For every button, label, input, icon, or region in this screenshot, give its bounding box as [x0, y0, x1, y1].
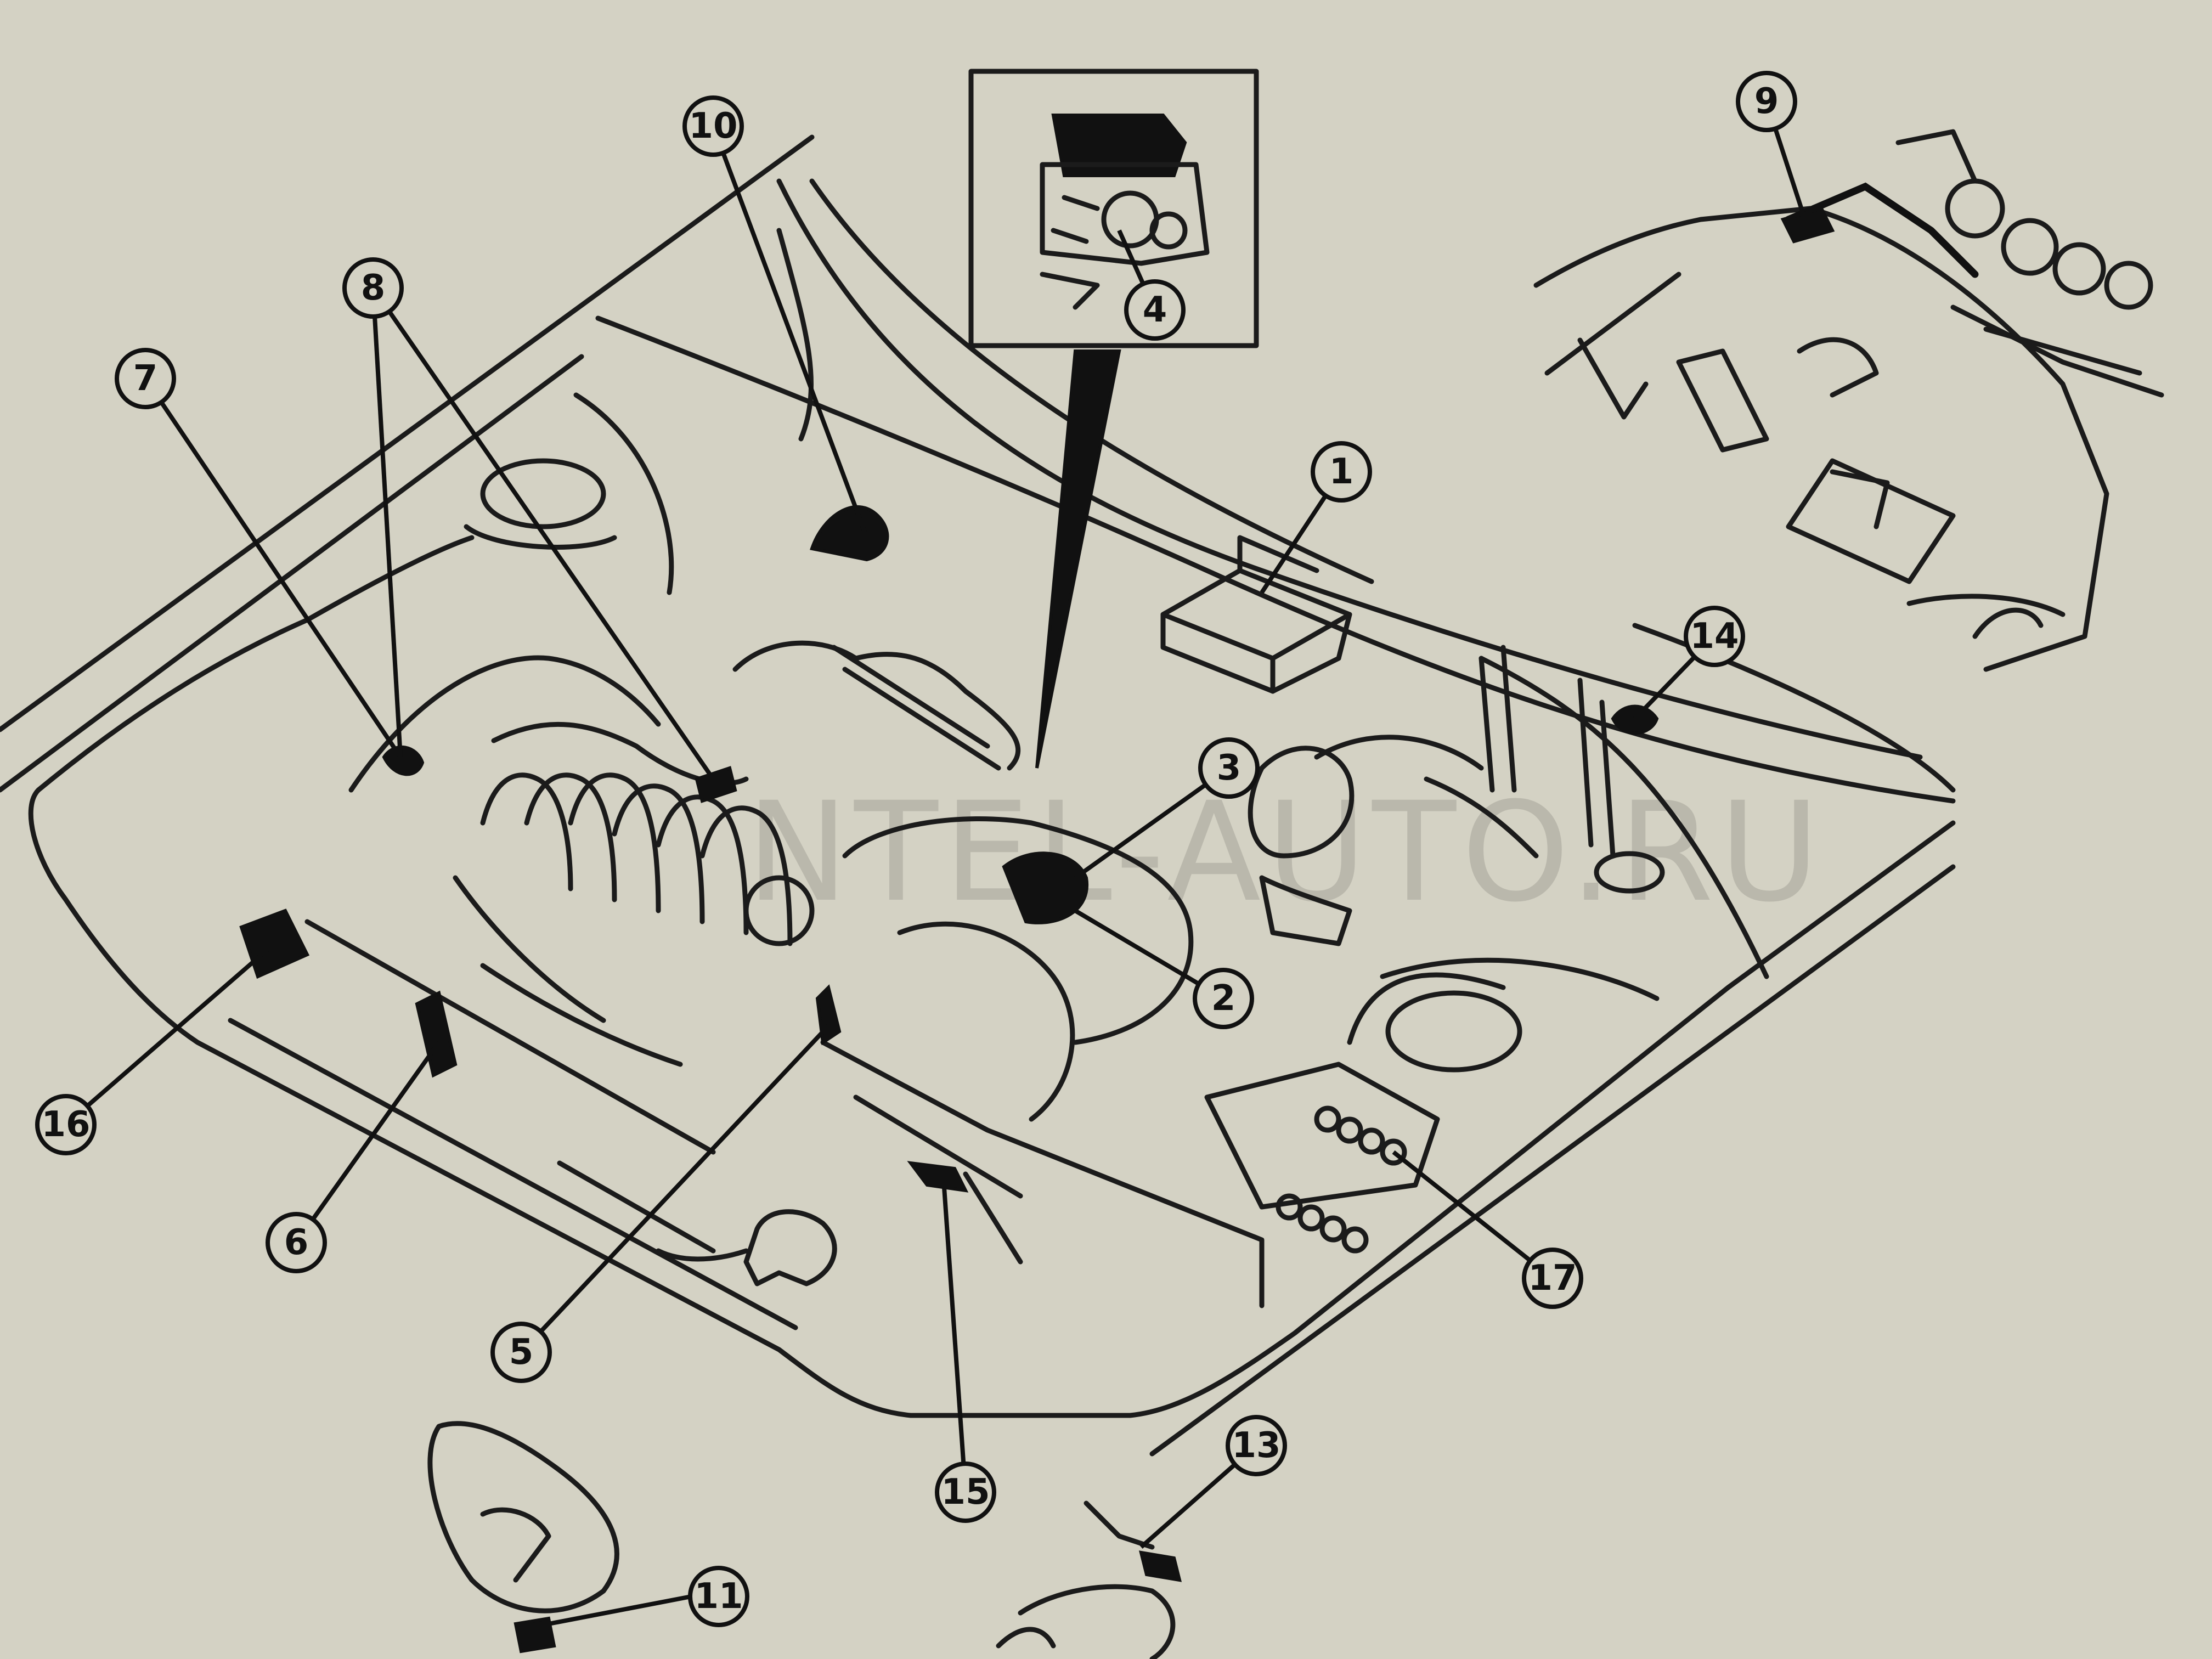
clamp-part	[743, 1209, 837, 1286]
connector-cluster-9	[1780, 129, 2164, 398]
callout-13-label: 13	[1232, 1425, 1280, 1466]
connector-6	[415, 990, 458, 1078]
callout-5: 5	[490, 1322, 552, 1383]
connector-17	[1204, 1062, 1440, 1254]
callout-9: 9	[1736, 71, 1797, 132]
callout-2-label: 2	[1211, 978, 1236, 1019]
lamp-part-13	[996, 1500, 1182, 1659]
callout-8-label: 8	[361, 268, 386, 308]
callout-6-label: 6	[284, 1222, 309, 1263]
callout-10-label: 10	[689, 106, 737, 146]
callout-7-label: 7	[133, 358, 158, 399]
callout-13: 13	[1226, 1415, 1287, 1476]
callout-4-label: 4	[1143, 290, 1167, 330]
connector-8	[695, 766, 737, 803]
callout-1-label: 1	[1329, 452, 1354, 492]
connector-10	[810, 505, 889, 562]
lamp-part-11	[427, 1421, 619, 1654]
callout-5-label: 5	[509, 1332, 534, 1373]
callout-9-label: 9	[1754, 81, 1779, 122]
callout-6: 6	[266, 1212, 327, 1273]
callout-8: 8	[342, 257, 404, 319]
callout-16: 16	[35, 1094, 97, 1155]
callout-7: 7	[115, 348, 176, 409]
callout-4: 4	[1124, 279, 1186, 341]
connector-parts	[239, 505, 1659, 1659]
callout-14: 14	[1684, 606, 1745, 667]
connector-3	[1002, 851, 1089, 924]
callout-10: 10	[682, 95, 744, 157]
bracket-part-1	[1160, 535, 1352, 694]
connector-15	[907, 1161, 969, 1193]
callout-17-label: 17	[1528, 1258, 1577, 1299]
callout-1: 1	[1311, 441, 1372, 503]
callout-2: 2	[1193, 968, 1254, 1029]
body-outline	[0, 134, 1956, 1457]
inset-detail-box	[968, 69, 1259, 769]
fuse-box-area	[1533, 129, 2164, 672]
callout-15-label: 15	[941, 1472, 990, 1513]
callout-17: 17	[1522, 1248, 1583, 1309]
callout-16-label: 16	[41, 1104, 90, 1145]
watermark-text: NTEL-AUTO.RU	[746, 772, 1825, 932]
callout-14-label: 14	[1690, 616, 1739, 657]
callout-3: 3	[1198, 737, 1260, 799]
callout-11: 11	[688, 1566, 749, 1627]
callout-15: 15	[935, 1462, 996, 1523]
inset-connector	[1040, 114, 1210, 310]
connector-14	[1611, 704, 1659, 735]
callout-11-label: 11	[694, 1576, 743, 1617]
callout-3-label: 3	[1217, 748, 1242, 788]
